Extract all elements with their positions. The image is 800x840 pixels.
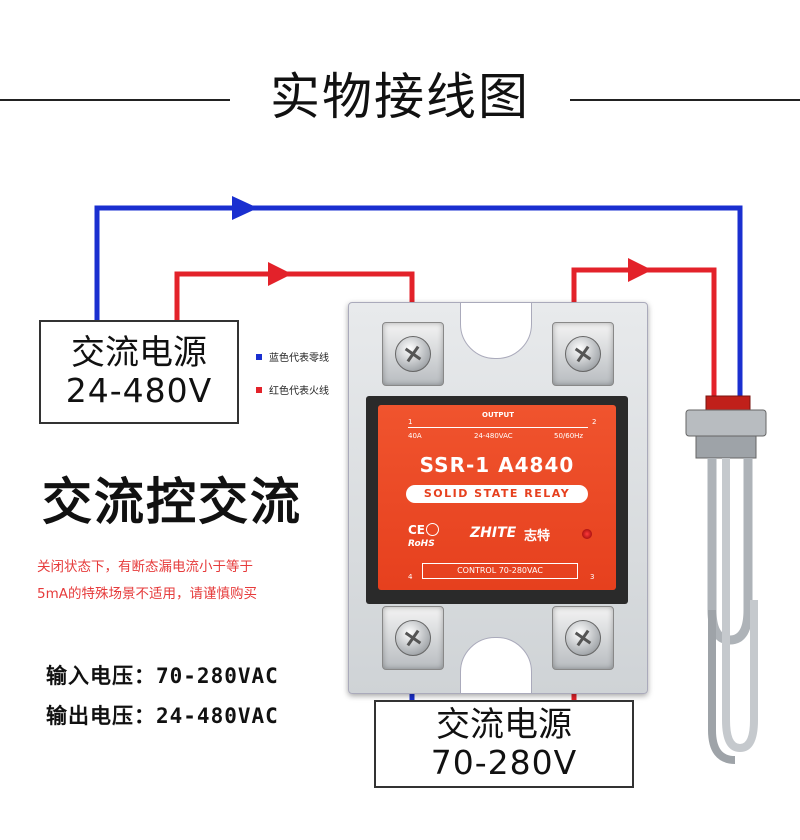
ac-source-box-control: 交流电源 70-280V (374, 700, 634, 788)
terminal-4-label: 4 (408, 573, 413, 581)
brand-name-cn: 志特 (524, 529, 551, 544)
screw-icon (395, 336, 431, 372)
neutral-wire-top (94, 205, 743, 400)
output-label: OUTPUT (482, 411, 514, 419)
spec-output-voltage: 输出电压：24-480VAC (46, 704, 279, 728)
relay-terminal-3 (552, 606, 614, 670)
wire-legend: 蓝色代表零线 红色代表火线 (256, 349, 329, 397)
headline: 交流控交流 (42, 473, 302, 531)
screw-icon (395, 620, 431, 656)
notice-line-1: 关闭状态下，有断态漏电流小于等于 (37, 559, 253, 575)
notice-line-2: 5mA的特殊场景不适用，请谨慎购买 (37, 586, 257, 602)
terminal-1-label: 1 (408, 418, 413, 426)
title-rule-right (570, 99, 800, 101)
legend-live-label: 红色代表火线 (269, 386, 329, 397)
output-line (408, 427, 588, 428)
relay-type-banner: SOLID STATE RELAY (406, 485, 588, 503)
ac-source-voltage: 24-480V (65, 371, 213, 410)
legend-neutral-label: 蓝色代表零线 (269, 353, 329, 364)
terminal-3-label: 3 (590, 573, 595, 581)
spec-input-voltage: 输入电压：70-280VAC (46, 664, 279, 688)
terminal-2-label: 2 (592, 418, 597, 426)
ac-source-label: 交流电源 (71, 333, 207, 373)
page-title: 实物接线图 (270, 68, 530, 126)
rated-voltage: 24-480VAC (474, 432, 513, 440)
ccc-mark-icon (426, 523, 439, 536)
live-wire-in (174, 271, 415, 320)
control-voltage-box: CONTROL 70-280VAC (422, 563, 578, 579)
relay-top-notch (460, 302, 532, 359)
arrow-icon (268, 262, 292, 286)
legend-live: 红色代表火线 (256, 382, 329, 397)
heater-element-icon (685, 395, 767, 764)
status-led-icon (582, 529, 592, 539)
relay-terminal-4 (382, 606, 444, 670)
ce-mark: CE (408, 523, 426, 537)
relay-label-panel: OUTPUT 1 2 40A 24-480VAC 50/60Hz SSR-1 A… (378, 405, 616, 590)
legend-neutral: 蓝色代表零线 (256, 349, 329, 364)
relay-bottom-notch (460, 637, 532, 694)
rated-current: 40A (408, 432, 422, 440)
arrow-icon (232, 196, 258, 220)
relay-terminal-1 (382, 322, 444, 386)
rated-frequency: 50/60Hz (554, 432, 584, 440)
rohs-mark: RoHS (408, 539, 435, 549)
ac-source-voltage: 70-280V (430, 743, 578, 782)
screw-icon (565, 620, 601, 656)
notice: 关闭状态下，有断态漏电流小于等于 5mA的特殊场景不适用，请谨慎购买 (37, 554, 257, 608)
red-square-icon (256, 386, 262, 393)
ac-source-box-in: 交流电源 24-480V (39, 320, 239, 424)
blue-square-icon (256, 353, 262, 360)
screw-icon (565, 336, 601, 372)
relay-terminal-2 (552, 322, 614, 386)
title-rule-left (0, 99, 230, 101)
brand-logo: ZHITE (470, 525, 517, 541)
arrow-icon (628, 258, 652, 282)
ac-source-label: 交流电源 (436, 705, 572, 745)
relay-model: SSR-1 A4840 (419, 453, 575, 477)
